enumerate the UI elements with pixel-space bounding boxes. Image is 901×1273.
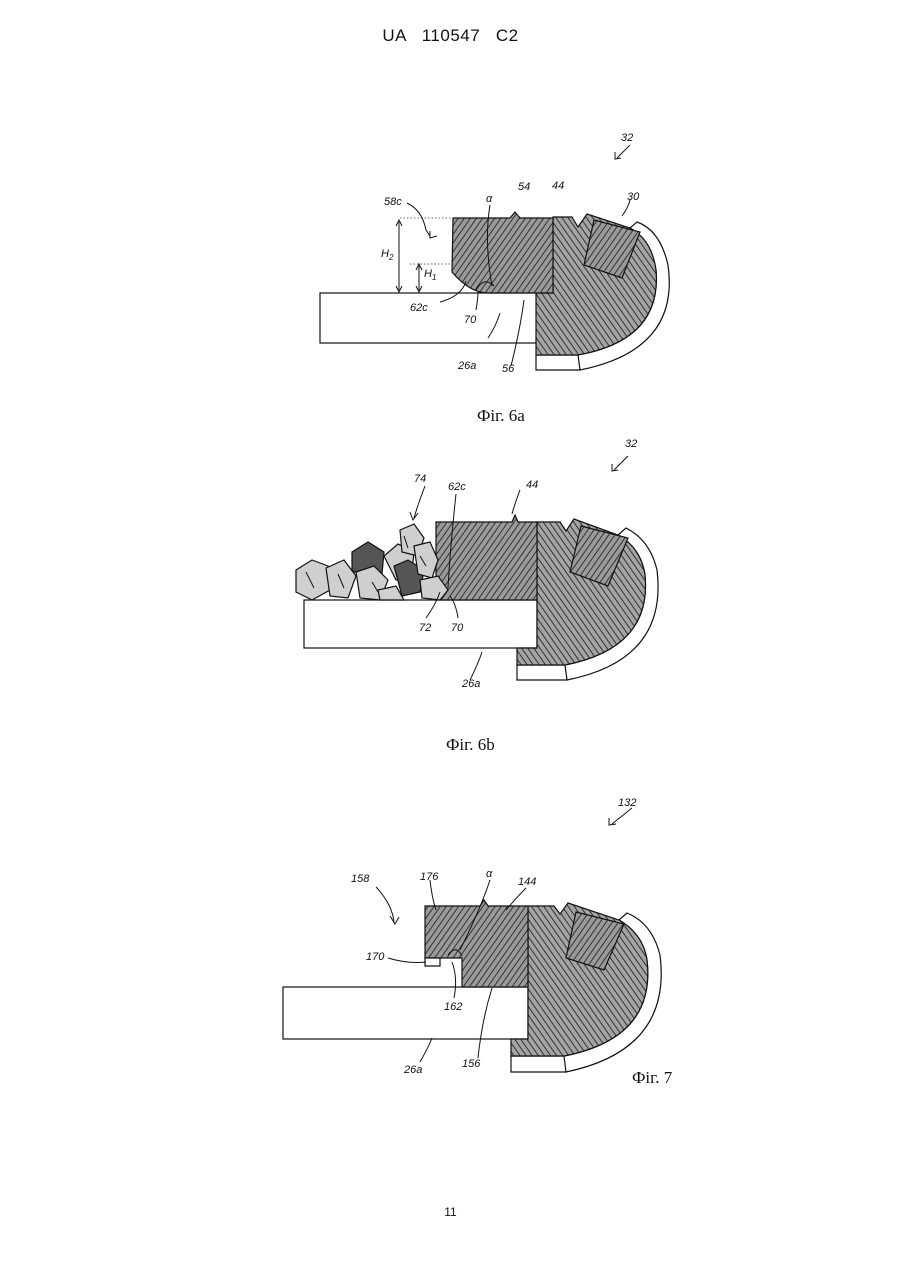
label-62c: 62c xyxy=(448,481,466,493)
label-26a: 26a xyxy=(403,1064,422,1076)
label-26a: 26a xyxy=(457,360,476,372)
label-58c: 58c xyxy=(384,196,402,208)
label-132: 132 xyxy=(618,797,636,809)
label-h2: H2 xyxy=(381,248,394,262)
label-alpha: α xyxy=(486,193,493,205)
figure-6a: 32 30 44 54 α 58c H2 H1 62c 70 26a 56 Фі… xyxy=(0,120,901,430)
label-72: 72 xyxy=(419,622,431,634)
label-44: 44 xyxy=(552,180,564,192)
document-header: UA 110547 C2 xyxy=(0,26,901,46)
label-62c: 62c xyxy=(410,302,428,314)
figure-7: 132 158 176 α 144 170 162 26a 156 Фіг. 7 xyxy=(0,790,901,1100)
caption-fig-6b: Фіг. 6b xyxy=(446,735,495,754)
wear-part-144 xyxy=(425,900,528,987)
rock-bed-74 xyxy=(296,524,448,600)
label-32: 32 xyxy=(621,132,633,144)
label-h1: H1 xyxy=(424,268,436,282)
shell-base xyxy=(536,355,580,370)
caption-fig-6a: Фіг. 6а xyxy=(477,406,525,425)
wear-part-44 xyxy=(436,515,537,600)
shell-base xyxy=(511,1056,566,1072)
label-176: 176 xyxy=(420,871,439,883)
shell-base xyxy=(517,665,567,680)
step-170 xyxy=(425,958,440,966)
label-26a: 26a xyxy=(461,678,480,690)
plate-26a xyxy=(283,987,528,1039)
label-32: 32 xyxy=(625,438,637,450)
label-54: 54 xyxy=(518,181,530,193)
page-number: 11 xyxy=(0,1205,901,1219)
label-44: 44 xyxy=(526,479,538,491)
label-alpha: α xyxy=(486,868,493,880)
label-158: 158 xyxy=(351,873,370,885)
label-70: 70 xyxy=(451,622,464,634)
label-74: 74 xyxy=(414,473,426,485)
label-30: 30 xyxy=(627,191,640,203)
figure-6b: 32 74 62c 44 72 70 26a Фіг. 6b xyxy=(0,430,901,760)
label-170: 170 xyxy=(366,951,385,963)
label-70: 70 xyxy=(464,314,477,326)
label-156: 156 xyxy=(462,1058,481,1070)
wear-part-44 xyxy=(452,212,553,293)
label-56: 56 xyxy=(502,363,515,375)
label-144: 144 xyxy=(518,876,536,888)
caption-fig-7: Фіг. 7 xyxy=(632,1068,673,1087)
label-162: 162 xyxy=(444,1001,462,1013)
